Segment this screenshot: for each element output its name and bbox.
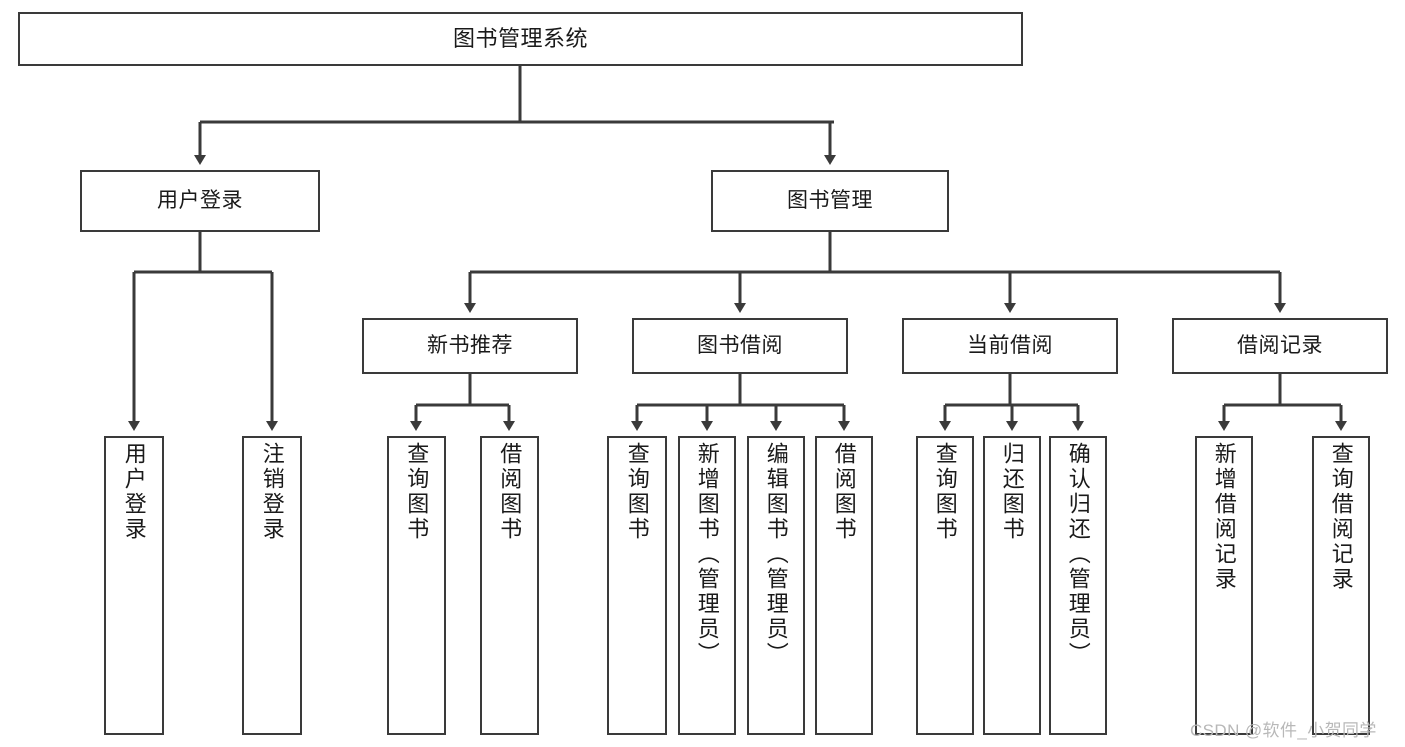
- node-leaf-edit-book[interactable]: 编辑图书（管理员）: [747, 436, 805, 735]
- node-book-borrow[interactable]: 图书借阅: [632, 318, 848, 374]
- node-current-borrow[interactable]: 当前借阅: [902, 318, 1118, 374]
- node-book-borrow-label: 图书借阅: [697, 333, 783, 357]
- node-leaf-return-book-label: 归还图书: [999, 442, 1025, 542]
- node-leaf-add-record[interactable]: 新增借阅记录: [1195, 436, 1253, 735]
- node-leaf-user-login-label: 用户登录: [121, 442, 147, 542]
- node-leaf-borrow-book-label: 借阅图书: [831, 442, 857, 542]
- node-leaf-borrow-book-rec-label: 借阅图书: [497, 442, 523, 542]
- node-leaf-query-record-label: 查询借阅记录: [1328, 442, 1354, 592]
- node-book-manage[interactable]: 图书管理: [711, 170, 949, 232]
- node-leaf-borrow-book-rec[interactable]: 借阅图书: [480, 436, 539, 735]
- node-leaf-user-login[interactable]: 用户登录: [104, 436, 164, 735]
- node-leaf-return-book[interactable]: 归还图书: [983, 436, 1041, 735]
- node-leaf-query-book-rec-label: 查询图书: [404, 442, 430, 542]
- node-leaf-query-book-current[interactable]: 查询图书: [916, 436, 974, 735]
- node-leaf-query-book-borrow[interactable]: 查询图书: [607, 436, 667, 735]
- node-leaf-confirm-return[interactable]: 确认归还（管理员）: [1049, 436, 1107, 735]
- node-leaf-logout-label: 注销登录: [259, 442, 285, 542]
- node-leaf-add-record-label: 新增借阅记录: [1211, 442, 1237, 592]
- node-leaf-edit-book-label: 编辑图书（管理员）: [763, 442, 789, 667]
- node-leaf-confirm-return-label: 确认归还（管理员）: [1065, 442, 1091, 667]
- node-current-borrow-label: 当前借阅: [967, 333, 1053, 357]
- node-leaf-logout[interactable]: 注销登录: [242, 436, 302, 735]
- node-leaf-query-book-borrow-label: 查询图书: [624, 442, 650, 542]
- node-leaf-borrow-book[interactable]: 借阅图书: [815, 436, 873, 735]
- node-borrow-record-label: 借阅记录: [1237, 333, 1323, 357]
- node-borrow-record[interactable]: 借阅记录: [1172, 318, 1388, 374]
- node-leaf-query-book-current-label: 查询图书: [932, 442, 958, 542]
- node-leaf-add-book-label: 新增图书（管理员）: [694, 442, 720, 667]
- node-root-label: 图书管理系统: [452, 26, 588, 52]
- node-user-login-label: 用户登录: [157, 188, 243, 212]
- node-leaf-query-book-rec[interactable]: 查询图书: [387, 436, 446, 735]
- node-new-book-recommend-label: 新书推荐: [427, 333, 513, 357]
- node-new-book-recommend[interactable]: 新书推荐: [362, 318, 578, 374]
- node-leaf-query-record[interactable]: 查询借阅记录: [1312, 436, 1370, 735]
- node-leaf-add-book[interactable]: 新增图书（管理员）: [678, 436, 736, 735]
- node-user-login[interactable]: 用户登录: [80, 170, 320, 232]
- node-root[interactable]: 图书管理系统: [18, 12, 1023, 66]
- node-book-manage-label: 图书管理: [787, 188, 873, 212]
- watermark-text: CSDN @软件_小贺同学: [1190, 721, 1377, 740]
